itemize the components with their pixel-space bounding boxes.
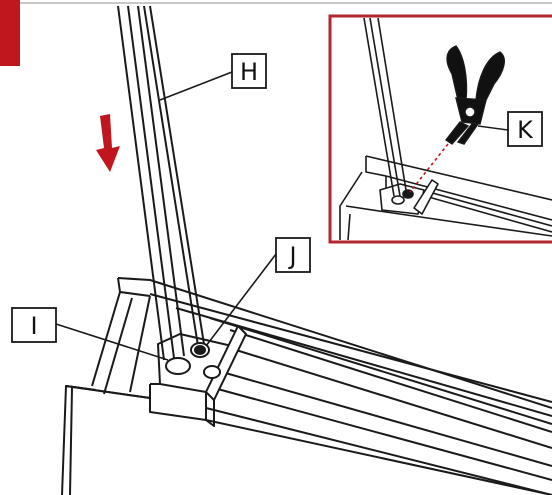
inset-tube-2: [369, 17, 401, 197]
inset-rail-lip: [365, 156, 552, 221]
leader-k: [477, 125, 509, 131]
label-i: I: [11, 307, 57, 343]
cassette-top-front: [205, 419, 552, 495]
pliers-icon: [444, 45, 505, 145]
main-view: [55, 5, 552, 495]
cassette-top: [65, 385, 151, 412]
label-h: H: [231, 53, 267, 89]
inset-rail-line-2: [417, 193, 552, 233]
inset-hole: [391, 195, 405, 205]
rail-line-3: [209, 317, 552, 425]
corner-tab: [0, 0, 20, 66]
cassette-left-edge: [69, 387, 73, 495]
inset-cord: [377, 17, 407, 191]
cord-hole-left: [165, 357, 191, 375]
label-j-text: J: [287, 242, 296, 270]
down-arrow-icon: [96, 114, 120, 172]
tube-outer-left: [117, 5, 165, 361]
rail-line-1: [149, 293, 552, 403]
label-j: J: [275, 237, 311, 273]
rail-line-8: [205, 407, 552, 495]
label-i-text: I: [30, 312, 37, 340]
leader-h: [159, 71, 233, 101]
cord-clip: [205, 325, 247, 401]
rail-line-7: [213, 387, 552, 481]
frame-left-post: [91, 291, 121, 387]
cut-guide-line: [409, 143, 449, 193]
inset-clip: [413, 179, 439, 215]
inset-rail-top: [365, 155, 552, 201]
rail-line-6: [221, 371, 552, 467]
frame-lower-left: [61, 385, 97, 495]
frame-left-post-inner: [103, 297, 133, 395]
cord-clip-front: [205, 392, 215, 427]
inset-cassette-edge: [347, 213, 351, 241]
frame-inner-post: [129, 295, 151, 393]
bushing-j-core: [194, 345, 206, 355]
label-h-text: H: [240, 58, 258, 86]
inset-tube-1: [363, 17, 395, 197]
cord-right-2: [149, 5, 205, 345]
detail-inset: K: [328, 14, 552, 244]
inset-frame-left: [339, 171, 363, 240]
rail-line-5: [235, 349, 552, 449]
leader-i: [55, 323, 169, 361]
tube-outer-right: [137, 5, 185, 357]
label-k-text: K: [517, 116, 534, 144]
label-k: K: [507, 111, 543, 147]
leader-j: [205, 253, 277, 347]
tube-inner-left: [127, 5, 175, 359]
cord-right: [143, 5, 199, 347]
rail-line-4: [229, 329, 552, 433]
inset-bushing: [402, 189, 414, 199]
cord-hole-right: [203, 365, 221, 379]
